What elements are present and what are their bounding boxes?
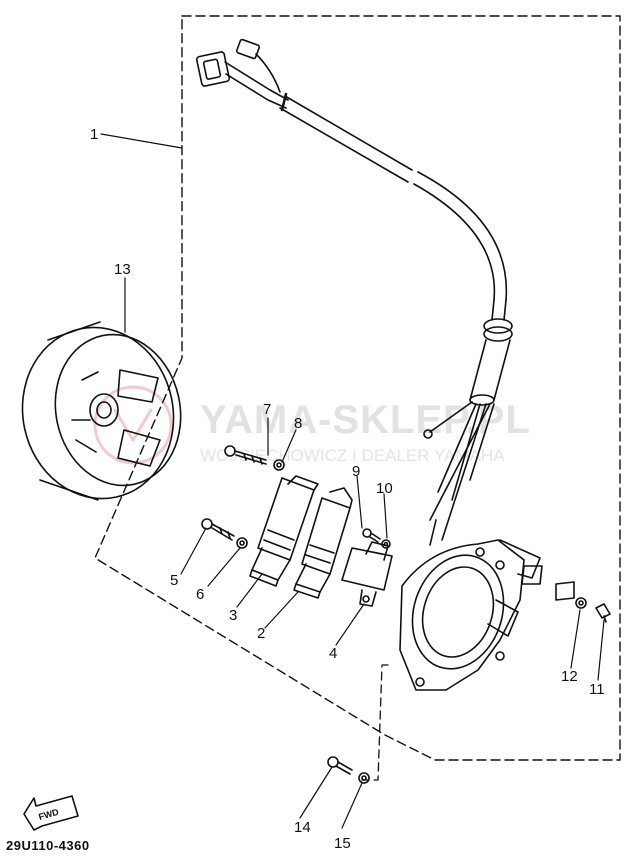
screw-9 bbox=[362, 528, 381, 543]
screw-5 bbox=[201, 518, 235, 541]
terminal-clip bbox=[499, 539, 575, 601]
callout-3: 3 bbox=[229, 607, 238, 624]
screw-7 bbox=[224, 445, 267, 465]
stator-base-plate bbox=[399, 539, 525, 691]
callout-13: 13 bbox=[114, 261, 131, 278]
stator-harness bbox=[195, 38, 513, 546]
washer-12 bbox=[575, 597, 587, 609]
bolt-14 bbox=[327, 756, 353, 775]
washer-10 bbox=[381, 539, 391, 549]
callout-10: 10 bbox=[376, 480, 393, 497]
washer-6 bbox=[236, 537, 248, 549]
callout-9: 9 bbox=[352, 463, 361, 480]
flywheel-rotor bbox=[21, 321, 182, 501]
callout-11: 11 bbox=[589, 681, 605, 698]
callout-6: 6 bbox=[196, 586, 205, 603]
callout-4: 4 bbox=[329, 645, 338, 662]
coil-3 bbox=[249, 475, 319, 587]
watermark-logo bbox=[93, 385, 173, 465]
fwd-label: FWD bbox=[37, 807, 60, 822]
assembly-boundary bbox=[94, 15, 621, 761]
guide-line-bolts bbox=[361, 664, 389, 781]
callout-14: 14 bbox=[294, 819, 311, 836]
pickup-coil bbox=[341, 541, 393, 607]
leader-lines bbox=[100, 133, 605, 829]
forward-arrow-icon: FWD bbox=[23, 795, 79, 831]
washer-15 bbox=[358, 772, 370, 784]
washer-8 bbox=[273, 459, 285, 471]
coil-2 bbox=[293, 487, 353, 599]
callout-7: 7 bbox=[263, 401, 272, 418]
callout-12: 12 bbox=[561, 668, 578, 685]
callout-5: 5 bbox=[170, 572, 179, 589]
callout-1: 1 bbox=[90, 126, 99, 143]
screw-11 bbox=[595, 603, 611, 623]
drawing-code: 29U110-4360 bbox=[6, 838, 90, 853]
callout-8: 8 bbox=[294, 415, 303, 432]
callout-15: 15 bbox=[334, 835, 351, 852]
callout-2: 2 bbox=[257, 625, 266, 642]
